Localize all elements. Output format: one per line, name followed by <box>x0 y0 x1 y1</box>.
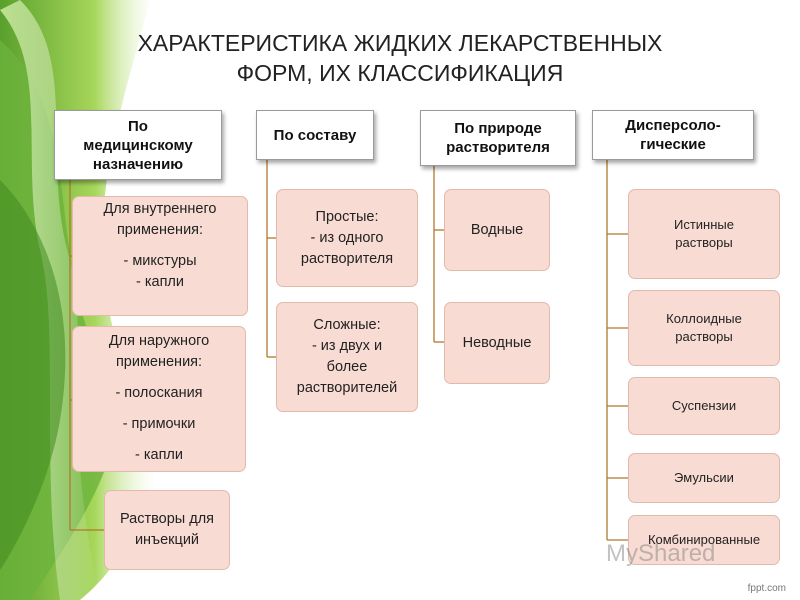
box-line: растворы <box>675 235 733 250</box>
box-internal-use: Для внутреннего применения: - микстуры -… <box>72 196 248 316</box>
header-disperse: Дисперсоло- гические <box>592 110 754 160</box>
header-line: Дисперсоло- <box>625 117 721 134</box>
box-line: растворителей <box>296 380 398 396</box>
box-line: - из одного <box>310 229 384 246</box>
header-line: гические <box>640 136 706 153</box>
box-line: - из двух и <box>311 338 383 354</box>
box-line: Для наружного <box>108 333 210 349</box>
box-line: растворы <box>675 329 733 344</box>
connectors-column-2 <box>266 160 276 358</box>
box-line: применения: <box>116 222 204 238</box>
box-line: - капли <box>136 274 184 290</box>
box-line: более <box>326 359 368 375</box>
box-external-use: Для наружного применения: - полоскания -… <box>72 326 246 472</box>
box-line: Суспензии <box>671 398 737 413</box>
box-aqueous: Водные <box>444 189 550 271</box>
header-line: назначению <box>92 155 184 173</box>
box-combined: Комбинированные <box>628 515 780 565</box>
box-colloid-solutions: Коллоидные растворы <box>628 290 780 366</box>
slide-title-line-1: ХАРАКТЕРИСТИКА ЖИДКИХ ЛЕКАРСТВЕННЫХ <box>137 30 663 56</box>
footer-source: fppt.com <box>747 583 786 594</box>
header-line: По составу <box>273 126 357 144</box>
box-line: - капли <box>135 447 183 463</box>
box-line: применения: <box>115 354 203 370</box>
box-line: растворителя <box>300 250 394 267</box>
box-emulsions: Эмульсии <box>628 453 780 503</box>
box-line: Простые: <box>315 208 379 225</box>
slide-title-line-2: ФОРМ, ИХ КЛАССИФИКАЦИЯ <box>236 60 564 86</box>
header-line: растворителя <box>446 139 550 156</box>
box-line: Коллоидные <box>666 311 742 326</box>
header-line: По <box>128 117 148 135</box>
connectors-column-3 <box>433 166 444 343</box>
connectors-column-4 <box>606 160 628 541</box>
box-line: Для внутреннего <box>103 201 217 217</box>
box-line: Сложные: <box>313 317 381 333</box>
box-complex: Сложные: - из двух и более растворителей <box>276 302 418 412</box>
header-medical-purpose: По медицинскому назначению <box>54 110 222 180</box>
box-line: инъекций <box>134 532 200 548</box>
box-line: Истинные <box>674 217 734 232</box>
slide-title: ХАРАКТЕРИСТИКА ЖИДКИХ ЛЕКАРСТВЕННЫХ ФОРМ… <box>120 28 680 88</box>
box-line: Водные <box>470 221 524 238</box>
header-line: По природе <box>454 120 542 137</box>
box-line: - микстуры <box>123 253 197 269</box>
box-line: Растворы для <box>119 511 215 527</box>
box-line: Комбинированные <box>647 532 761 547</box>
box-line: - полоскания <box>115 385 203 401</box>
box-line: - примочки <box>122 416 196 432</box>
watermark-text: MyShared <box>606 540 716 567</box>
box-injection-solutions: Растворы для инъекций <box>104 490 230 570</box>
header-by-composition: По составу <box>256 110 374 160</box>
box-non-aqueous: Неводные <box>444 302 550 384</box>
box-simple: Простые: - из одного растворителя <box>276 189 418 287</box>
box-suspensions: Суспензии <box>628 377 780 435</box>
box-line: Эмульсии <box>674 470 734 485</box>
header-line: медицинскому <box>83 136 193 154</box>
box-true-solutions: Истинные растворы <box>628 189 780 279</box>
header-solvent-nature: По природе растворителя <box>420 110 576 166</box>
box-line: Неводные <box>462 334 532 351</box>
